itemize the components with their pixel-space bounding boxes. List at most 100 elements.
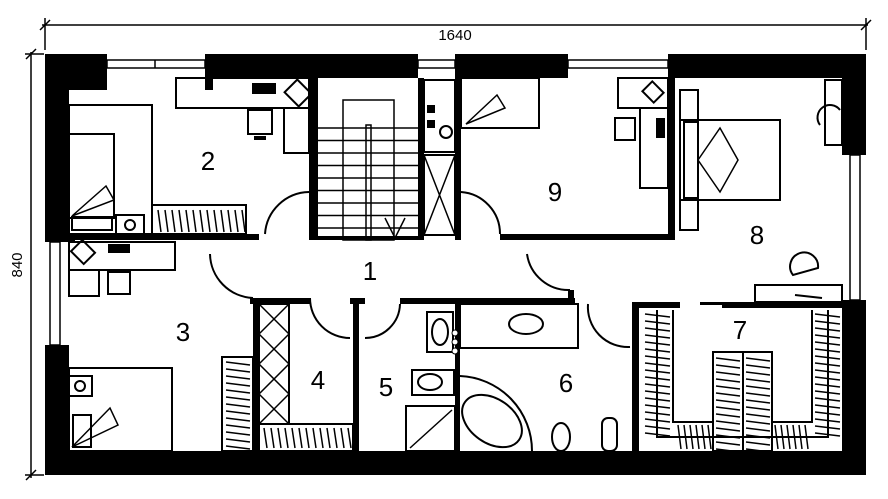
hanger bbox=[225, 361, 251, 366]
room-label-3: 3 bbox=[176, 317, 190, 347]
hanger bbox=[792, 424, 797, 450]
hanger bbox=[284, 427, 289, 449]
hanger bbox=[798, 424, 803, 450]
hanger bbox=[745, 420, 771, 425]
hanger bbox=[206, 209, 211, 233]
hanger bbox=[227, 209, 232, 233]
hanger bbox=[745, 413, 771, 418]
hanger bbox=[644, 418, 671, 423]
hanger bbox=[814, 313, 841, 318]
hanger bbox=[644, 376, 671, 381]
hanger bbox=[715, 364, 741, 369]
hanger bbox=[701, 424, 706, 450]
hanger bbox=[225, 424, 251, 429]
hanger bbox=[157, 209, 162, 233]
hanger bbox=[715, 385, 741, 390]
hanger bbox=[715, 448, 741, 453]
hanger bbox=[689, 424, 694, 450]
hanger bbox=[333, 427, 338, 449]
hanger bbox=[644, 369, 671, 374]
hanger bbox=[263, 427, 268, 449]
room-label-6: 6 bbox=[559, 368, 573, 398]
hanger bbox=[241, 209, 246, 233]
room-label-1: 1 bbox=[363, 256, 377, 286]
hanger bbox=[814, 334, 841, 339]
hanger bbox=[305, 427, 310, 449]
hanger bbox=[225, 403, 251, 408]
hanger bbox=[644, 362, 671, 367]
hanger bbox=[340, 427, 345, 449]
hanger bbox=[171, 209, 176, 233]
room-7-wardrobes bbox=[644, 310, 841, 453]
hanger bbox=[644, 390, 671, 395]
hanger bbox=[814, 425, 841, 430]
hanger bbox=[225, 368, 251, 373]
hanger bbox=[814, 348, 841, 353]
room-label-9: 9 bbox=[548, 177, 562, 207]
hanger bbox=[715, 441, 741, 446]
hanger bbox=[814, 376, 841, 381]
hanger bbox=[814, 411, 841, 416]
hanger bbox=[644, 334, 671, 339]
hanger bbox=[225, 431, 251, 436]
hanger bbox=[298, 427, 303, 449]
interior-walls bbox=[69, 78, 842, 451]
hanger bbox=[745, 378, 771, 383]
hanger bbox=[814, 418, 841, 423]
hanger bbox=[225, 410, 251, 415]
room-label-7: 7 bbox=[733, 315, 747, 345]
hanger bbox=[277, 427, 282, 449]
hanger bbox=[715, 399, 741, 404]
hanger bbox=[644, 327, 671, 332]
hanger bbox=[225, 417, 251, 422]
hanger bbox=[774, 424, 779, 450]
hanger bbox=[225, 396, 251, 401]
hanger bbox=[745, 406, 771, 411]
hanger bbox=[814, 383, 841, 388]
hanger bbox=[199, 209, 204, 233]
hanger bbox=[164, 209, 169, 233]
hanger bbox=[745, 448, 771, 453]
hanger bbox=[814, 320, 841, 325]
hanger bbox=[225, 382, 251, 387]
hanger bbox=[225, 445, 251, 450]
hanger bbox=[213, 209, 218, 233]
hanger bbox=[804, 424, 809, 450]
hanger bbox=[644, 404, 671, 409]
room-9-furniture bbox=[423, 77, 669, 236]
dimension-height: 840 bbox=[9, 48, 44, 481]
hanger bbox=[745, 441, 771, 446]
hanger bbox=[644, 313, 671, 318]
hanger bbox=[814, 404, 841, 409]
hanger bbox=[745, 434, 771, 439]
hanger bbox=[644, 320, 671, 325]
hanger bbox=[178, 209, 183, 233]
hanger bbox=[814, 432, 841, 437]
dimension-width: 1640 bbox=[39, 18, 872, 50]
hanger bbox=[715, 357, 741, 362]
room-label-5: 5 bbox=[379, 372, 393, 402]
hanger bbox=[234, 209, 239, 233]
hanger bbox=[814, 362, 841, 367]
hanger bbox=[225, 438, 251, 443]
room-3-furniture bbox=[68, 238, 254, 452]
exterior-walls bbox=[45, 54, 866, 475]
room-label-2: 2 bbox=[201, 146, 215, 176]
hanger bbox=[644, 425, 671, 430]
hanger bbox=[715, 420, 741, 425]
hanger bbox=[715, 427, 741, 432]
hanger bbox=[786, 424, 791, 450]
height-label: 840 bbox=[9, 252, 26, 277]
hanger bbox=[695, 424, 700, 450]
hanger bbox=[745, 392, 771, 397]
hanger bbox=[291, 427, 296, 449]
hanger bbox=[312, 427, 317, 449]
hanger bbox=[644, 397, 671, 402]
windows bbox=[49, 59, 861, 346]
hanger bbox=[683, 424, 688, 450]
hanger bbox=[319, 427, 324, 449]
hanger bbox=[715, 406, 741, 411]
hanger bbox=[644, 411, 671, 416]
hanger bbox=[347, 427, 352, 449]
